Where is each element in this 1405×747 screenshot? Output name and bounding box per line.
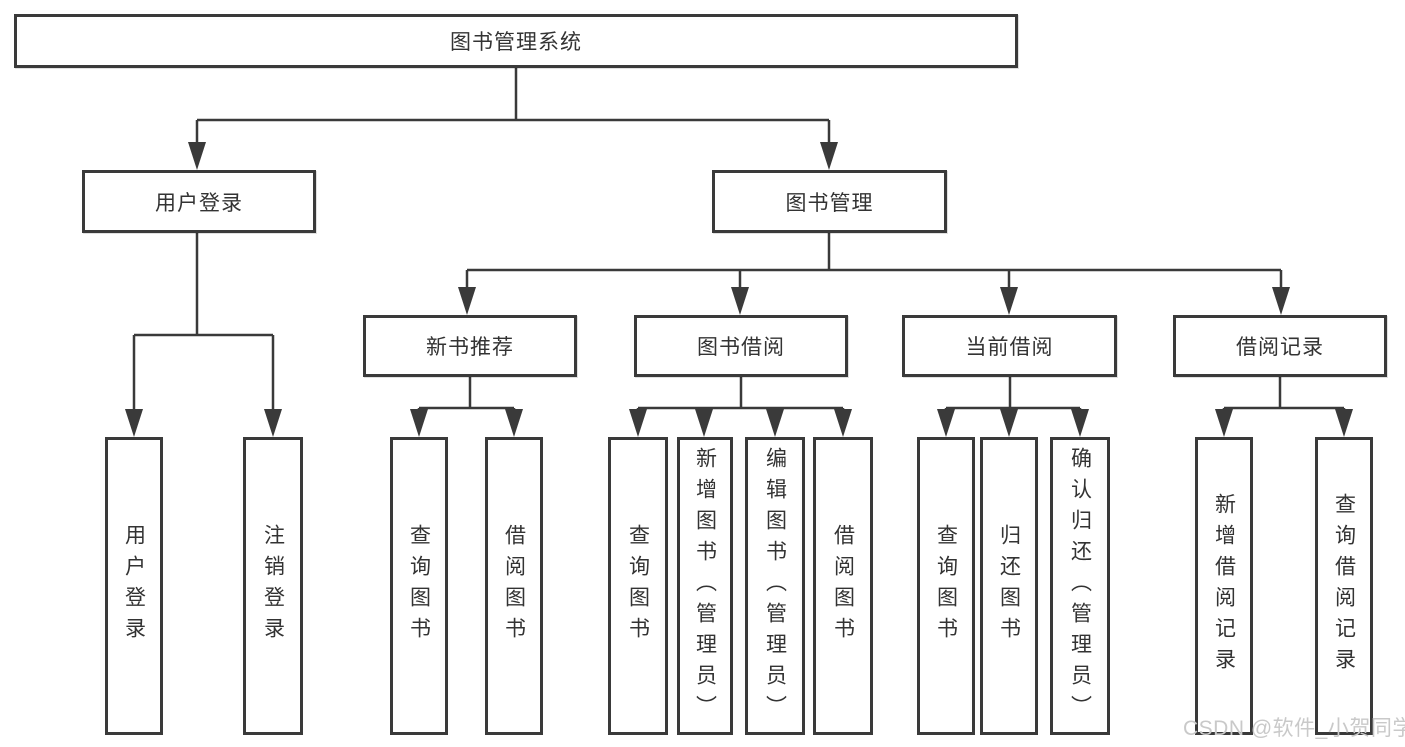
leaf-borrow-books-recommend: 借阅图书 <box>485 437 543 735</box>
leaf-confirm-return-admin: 确认归还（管理员） <box>1050 437 1110 735</box>
leaf-edit-books-admin-label: 编辑图书（管理员） <box>763 446 787 726</box>
leaf-confirm-return-admin-label: 确认归还（管理员） <box>1068 446 1092 726</box>
leaf-borrow-books-borrowing: 借阅图书 <box>813 437 873 735</box>
node-current-borrowing-label: 当前借阅 <box>965 336 1054 359</box>
connector-edges <box>132 68 1346 412</box>
edge-user-login-to-leaves <box>132 233 275 412</box>
leaf-add-books-admin-label: 新增图书（管理员） <box>693 446 717 726</box>
arrowhead <box>834 409 852 437</box>
node-library-system: 图书管理系统 <box>14 14 1018 68</box>
leaf-user-login-label: 用户登录 <box>122 524 146 648</box>
leaf-borrow-books-borrowing-label: 借阅图书 <box>831 524 855 648</box>
arrowhead <box>695 409 713 437</box>
node-new-book-recommend-label: 新书推荐 <box>426 336 514 359</box>
node-user-login-label: 用户登录 <box>155 191 243 215</box>
connector-arrowheads <box>125 142 1353 437</box>
leaf-add-borrow-record: 新增借阅记录 <box>1195 437 1253 735</box>
leaf-add-borrow-record-label: 新增借阅记录 <box>1212 493 1236 679</box>
node-book-management: 图书管理 <box>712 170 947 233</box>
leaf-query-books-borrowing: 查询图书 <box>608 437 668 735</box>
node-book-borrowing-label: 图书借阅 <box>697 336 785 359</box>
arrowhead <box>1000 409 1018 437</box>
arrowhead <box>1272 287 1290 315</box>
leaf-return-books: 归还图书 <box>980 437 1038 735</box>
arrowhead <box>264 409 282 437</box>
node-new-book-recommend: 新书推荐 <box>363 315 577 377</box>
arrowhead <box>1000 287 1018 315</box>
arrowhead <box>458 287 476 315</box>
leaf-edit-books-admin: 编辑图书（管理员） <box>745 437 805 735</box>
edge-book-management-to-level3 <box>465 233 1283 290</box>
leaf-logout-label: 注销登录 <box>261 524 285 648</box>
arrowhead <box>1335 409 1353 437</box>
leaf-query-borrow-record-label: 查询借阅记录 <box>1332 493 1356 679</box>
edge-book-borrowing-to-leaves <box>636 377 845 412</box>
arrowhead <box>937 409 955 437</box>
edge-new-book-recommend-to-leaves <box>417 377 516 412</box>
leaf-query-borrow-record: 查询借阅记录 <box>1315 437 1373 735</box>
arrowhead <box>766 409 784 437</box>
node-book-management-label: 图书管理 <box>785 191 874 215</box>
node-user-login: 用户登录 <box>82 170 316 233</box>
node-borrowing-records: 借阅记录 <box>1173 315 1387 377</box>
leaf-return-books-label: 归还图书 <box>997 524 1021 648</box>
arrowhead <box>125 409 143 437</box>
arrowhead <box>629 409 647 437</box>
leaf-user-login: 用户登录 <box>105 437 163 735</box>
arrowhead <box>505 409 523 437</box>
leaf-query-books-recommend: 查询图书 <box>390 437 448 735</box>
node-library-system-label: 图书管理系统 <box>450 31 582 54</box>
leaf-query-books-current: 查询图书 <box>917 437 975 735</box>
node-book-borrowing: 图书借阅 <box>634 315 848 377</box>
leaf-query-books-borrowing-label: 查询图书 <box>626 524 650 648</box>
arrowhead <box>731 287 749 315</box>
arrowhead <box>1071 409 1089 437</box>
leaf-borrow-books-recommend-label: 借阅图书 <box>502 524 526 648</box>
arrowhead <box>820 142 838 170</box>
edge-borrowing-records-to-leaves <box>1222 377 1346 412</box>
leaf-add-books-admin: 新增图书（管理员） <box>677 437 733 735</box>
edge-current-borrowing-to-leaves <box>944 377 1082 412</box>
arrowhead <box>1215 409 1233 437</box>
arrowhead <box>188 142 206 170</box>
leaf-query-books-current-label: 查询图书 <box>934 524 958 648</box>
csdn-watermark: CSDN @软件_小贺同学 <box>1183 717 1405 740</box>
leaf-logout: 注销登录 <box>243 437 303 735</box>
node-current-borrowing: 当前借阅 <box>902 315 1117 377</box>
leaf-query-books-recommend-label: 查询图书 <box>407 524 431 648</box>
edge-root-to-level2 <box>195 68 831 145</box>
arrowhead <box>410 409 428 437</box>
node-borrowing-records-label: 借阅记录 <box>1236 336 1324 359</box>
